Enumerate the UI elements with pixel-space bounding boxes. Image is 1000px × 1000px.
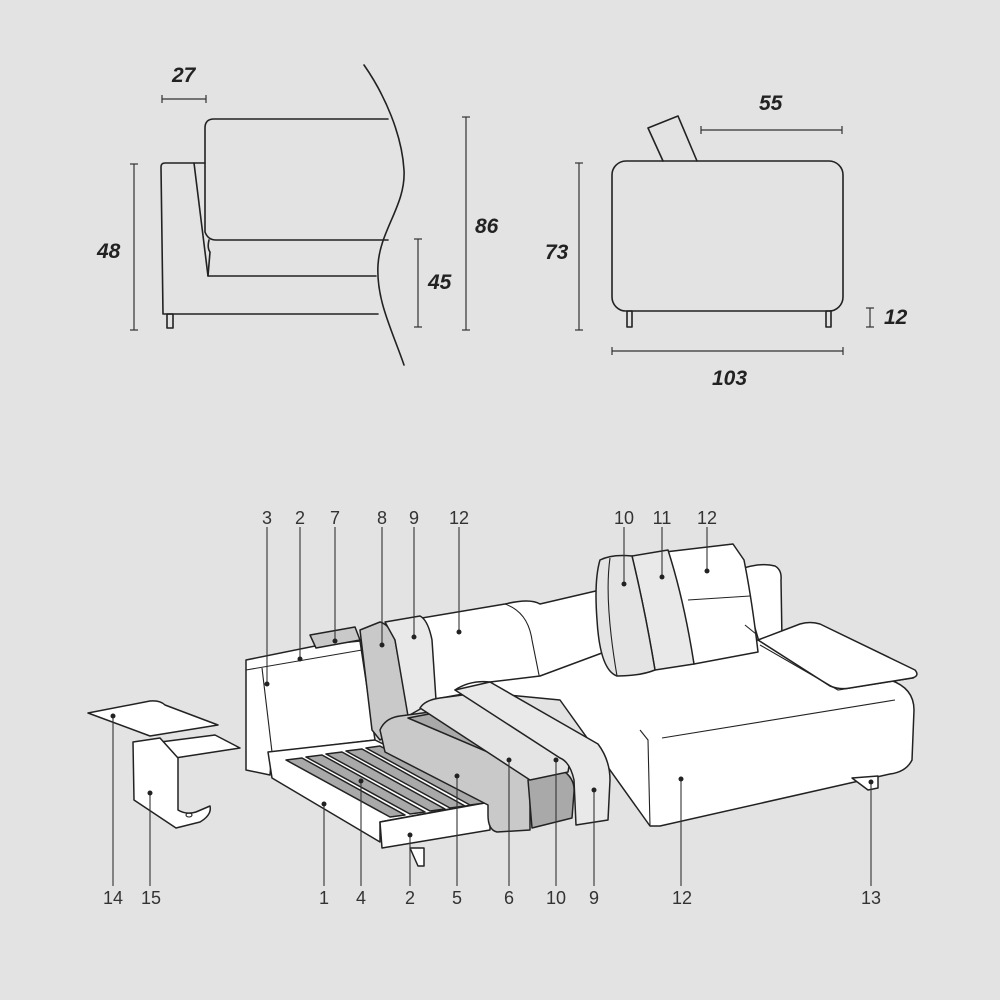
callout-leaders (110, 527, 874, 886)
callout-4: 4 (356, 888, 366, 908)
back-cushion-outline (204, 118, 389, 241)
callout-labels-top: 3 2 7 8 9 12 10 11 12 (262, 508, 717, 528)
dim-seat-height: 45 (427, 271, 452, 294)
dim-armrest-height: 48 (96, 240, 121, 263)
callout-9: 9 (409, 508, 419, 528)
callout-6: 6 (504, 888, 514, 908)
pillow-10-foam (595, 554, 656, 677)
callout-2-rail: 2 (405, 888, 415, 908)
frame-side-rail-2 (379, 801, 491, 849)
armrest-inner-line (193, 162, 377, 277)
callout-12: 12 (449, 508, 469, 528)
dim-total-height: 86 (475, 215, 499, 238)
seat-end-block (527, 771, 575, 829)
callout-15: 15 (141, 888, 161, 908)
callout-12-seat: 12 (672, 888, 692, 908)
callout-5: 5 (452, 888, 462, 908)
leg-left (626, 310, 633, 328)
callout-13: 13 (861, 888, 881, 908)
side-table-base-15 (132, 737, 212, 829)
callout-1: 1 (319, 888, 329, 908)
dim-armrest-width: 27 (171, 64, 197, 87)
sofa-body-outline (611, 160, 844, 312)
callout-10-seat: 10 (546, 888, 566, 908)
callout-11: 11 (653, 508, 672, 528)
exploded-view-drawing (87, 543, 918, 867)
callout-14: 14 (103, 888, 123, 908)
callout-2: 2 (295, 508, 305, 528)
callout-7: 7 (330, 508, 340, 528)
dim-backrest-depth: 55 (759, 92, 783, 115)
headrest-outline (647, 115, 698, 162)
seat-foam-5 (379, 711, 531, 833)
callout-9-seat: 9 (589, 888, 599, 908)
side-dimensions: 27 48 45 86 (96, 64, 499, 331)
side-view-drawing (160, 64, 405, 366)
dim-height: 73 (545, 241, 569, 264)
callout-8: 8 (377, 508, 387, 528)
callout-12-pillow: 12 (697, 508, 717, 528)
dim-width: 103 (712, 367, 747, 390)
leg (166, 313, 174, 329)
leg-13 (851, 775, 879, 791)
callout-10: 10 (614, 508, 634, 528)
seat-cushion-front (207, 239, 211, 277)
front-dimensions: 55 73 12 103 (545, 92, 908, 390)
side-table-top-right (757, 621, 918, 690)
side-table-top-14 (87, 700, 219, 737)
callout-3: 3 (262, 508, 272, 528)
leg-right (825, 310, 832, 328)
front-view-drawing (611, 115, 844, 328)
slats-4 (285, 745, 486, 818)
callout-labels-bottom: 14 15 1 4 2 5 6 10 9 12 13 (103, 888, 881, 908)
section-cut-line (363, 64, 405, 366)
armrest-outline (160, 162, 379, 315)
dim-leg-height: 12 (884, 306, 908, 329)
